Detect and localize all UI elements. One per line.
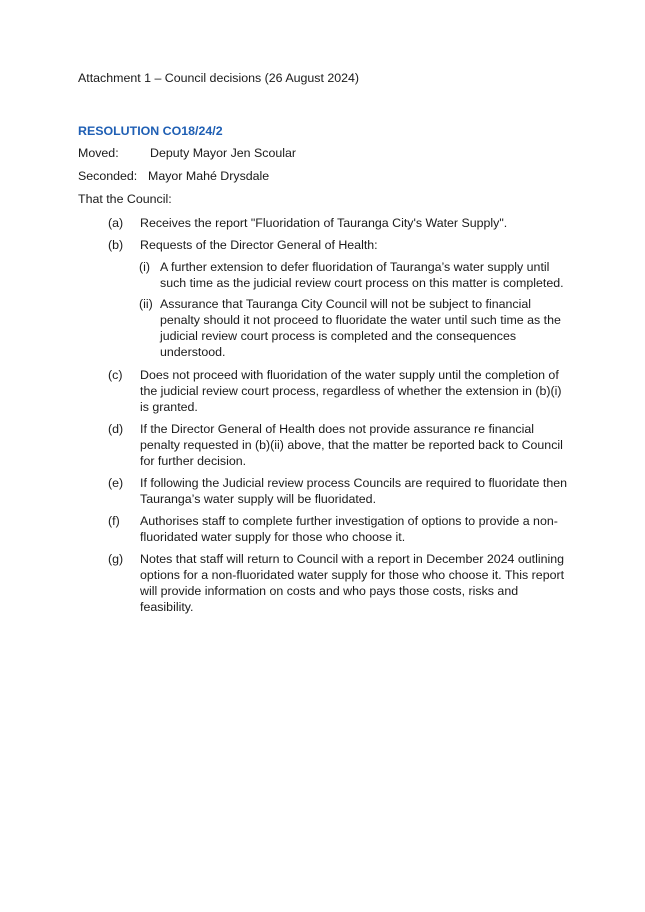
- item-key: (d): [108, 422, 124, 436]
- item-text: Receives the report "Fluoridation of Tau…: [140, 216, 508, 230]
- attachment-header: Attachment 1 – Council decisions (26 Aug…: [78, 71, 360, 85]
- moved-value: Deputy Mayor Jen Scoular: [150, 146, 297, 160]
- item-text: Requests of the Director General of Heal…: [140, 238, 378, 252]
- item-key: (g): [108, 552, 124, 566]
- list-item: (f) Authorises staff to complete further …: [108, 513, 568, 545]
- list-item: (e) If following the Judicial review proc…: [108, 475, 568, 507]
- resolution-title: RESOLUTION CO18/24/2: [78, 124, 223, 138]
- seconded-label: Seconded:: [78, 169, 138, 183]
- sub-list-item: (ii) Assurance that Tauranga City Council…: [139, 296, 568, 360]
- seconded-row: Seconded: Mayor Mahé Drysdale: [78, 168, 568, 184]
- item-text: If following the Judicial review process…: [140, 476, 568, 506]
- item-key: (a): [108, 216, 124, 230]
- sub-list-item: (i) A further extension to defer fluorida…: [139, 259, 568, 291]
- item-key: (i): [139, 260, 151, 274]
- item-text: A further extension to defer fluoridatio…: [160, 260, 564, 290]
- seconded-value: Mayor Mahé Drysdale: [148, 169, 270, 183]
- list-item: (d) If the Director General of Health doe…: [108, 421, 568, 469]
- item-text: Assurance that Tauranga City Council wil…: [160, 297, 561, 359]
- moved-label: Moved:: [78, 146, 119, 160]
- item-key: (f): [108, 514, 120, 528]
- item-text: Authorises staff to complete further inv…: [140, 514, 558, 544]
- list-item: (a) Receives the report "Fluoridation of …: [108, 215, 568, 231]
- item-key: (c): [108, 368, 123, 382]
- item-key: (b): [108, 238, 124, 252]
- item-key: (ii): [139, 297, 153, 311]
- intro-text: That the Council:: [78, 192, 172, 206]
- item-text: Does not proceed with fluoridation of th…: [140, 368, 562, 414]
- document-page: Attachment 1 – Council decisions (26 Aug…: [78, 71, 568, 615]
- item-text: If the Director General of Health does n…: [140, 422, 563, 468]
- list-item: (b) Requests of the Director General of H…: [108, 237, 568, 253]
- item-key: (e): [108, 476, 124, 490]
- list-item: (c) Does not proceed with fluoridation of…: [108, 367, 568, 415]
- list-item: (g) Notes that staff will return to Counc…: [108, 551, 568, 615]
- moved-row: Moved: Deputy Mayor Jen Scoular: [78, 145, 568, 161]
- item-text: Notes that staff will return to Council …: [140, 552, 565, 614]
